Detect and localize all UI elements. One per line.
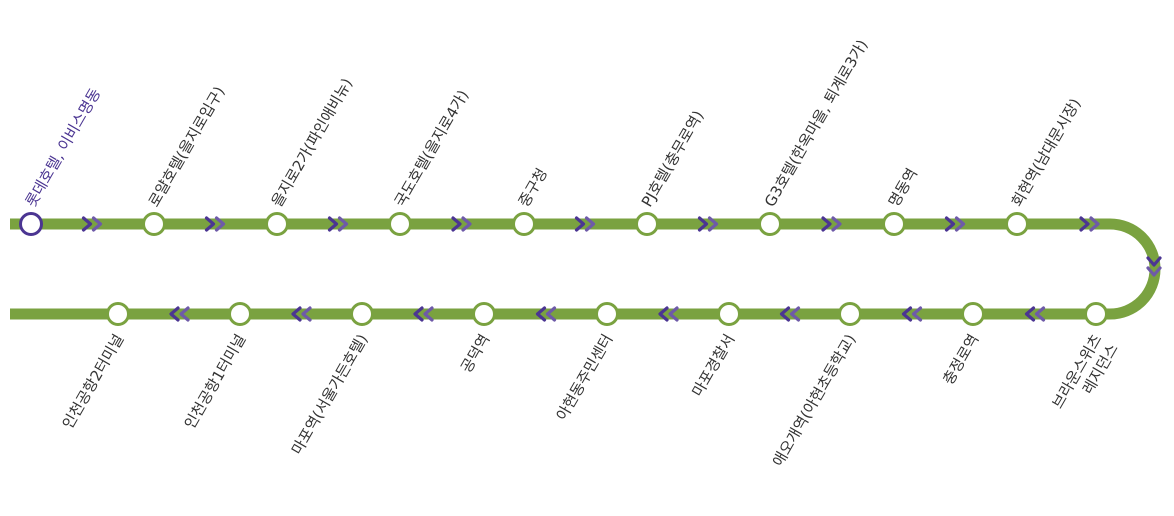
stop-label-2: 을지로2가(파인애비뉴) [268,75,356,210]
direction-chevron-icon [707,216,719,232]
stop-marker-5[interactable] [635,212,659,236]
direction-chevron-icon [1079,216,1090,232]
stop-marker-3[interactable] [388,212,412,236]
stop-marker-10[interactable] [961,302,985,326]
stop-label-16: 인천공항1터미널 [181,331,250,432]
direction-chevron-icon [789,306,801,322]
direction-chevron-icon [81,216,93,232]
direction-chevron-icon [954,216,966,232]
direction-arrows [81,216,1162,322]
direction-chevron-icon [301,306,312,322]
direction-chevron-icon [821,216,832,232]
stop-label-11: 애오개역(아현초등학교) [769,331,859,470]
direction-chevron-icon [574,216,586,232]
direction-chevron-icon [413,306,424,322]
stop-label-0: 롯데호텔, 이비스명동 [22,85,105,210]
stop-marker-4[interactable] [512,212,536,236]
direction-chevron-icon [697,216,709,232]
stop-label-5: PJ호텔(충무로역) [638,107,708,210]
stop-label-12: 마포경찰서 [688,331,738,400]
direction-chevron-icon [461,216,472,232]
stop-label-13: 아현동주민센터 [553,331,617,424]
direction-chevron-icon [291,306,302,322]
direction-chevron-icon [901,306,913,322]
direction-chevron-icon [337,216,349,232]
stop-marker-17[interactable] [106,302,130,326]
direction-chevron-icon [1034,306,1046,322]
stop-label-15: 마포역(서울가든호텔) [288,331,372,458]
direction-chevron-icon [327,216,339,232]
direction-chevron-icon [779,306,791,322]
direction-chevron-icon [204,216,216,232]
direction-chevron-icon [911,306,923,322]
stops [19,212,1108,326]
route-line [10,218,1161,320]
direction-chevron-icon [584,216,596,232]
stop-label-10: 충정로역 [939,331,982,388]
stop-labels: 롯데호텔, 이비스명동 로얄호텔(을지로입구) 을지로2가(파인애비뉴) 국도호텔(을… [22,36,1122,469]
direction-chevron-icon [1146,256,1162,267]
direction-chevron-icon [831,216,842,232]
stop-marker-6[interactable] [758,212,782,236]
direction-chevron-icon [91,216,103,232]
stop-marker-9[interactable] [1084,302,1108,326]
direction-chevron-icon [535,306,547,322]
stop-marker-11[interactable] [838,302,862,326]
stop-marker-2[interactable] [265,212,289,236]
stop-marker-13[interactable] [595,302,619,326]
stop-marker-8[interactable] [1005,212,1029,236]
direction-chevron-icon [214,216,226,232]
stop-marker-0[interactable] [19,212,43,236]
stop-label-14: 공덕역 [457,331,493,376]
direction-chevron-icon [423,306,434,322]
direction-chevron-icon [1089,216,1100,232]
stop-label-6: G3호텔(한옥마을, 퇴계로3가) [761,36,872,210]
direction-chevron-icon [1024,306,1036,322]
direction-chevron-icon [1146,266,1162,277]
stop-label-3: 국도호텔(을지로4가) [391,87,472,210]
stop-label-17: 인천공항2터미널 [59,331,128,432]
stop-marker-7[interactable] [882,212,906,236]
stop-marker-16[interactable] [228,302,252,326]
stop-label-7: 명동역 [885,165,921,210]
stop-label-8: 회현역(남대문시장) [1008,95,1085,210]
stop-marker-15[interactable] [350,302,374,326]
direction-chevron-icon [179,306,190,322]
stop-marker-1[interactable] [142,212,166,236]
direction-chevron-icon [944,216,956,232]
direction-chevron-icon [658,306,669,322]
stop-marker-14[interactable] [472,302,496,326]
direction-chevron-icon [451,216,462,232]
stop-label-9: 브라운스위츠레지던스 [1048,331,1122,421]
stop-marker-12[interactable] [717,302,741,326]
direction-chevron-icon [545,306,557,322]
stop-label-4: 중구청 [515,165,551,210]
stop-label-1: 로얄호텔(을지로입구) [145,83,229,210]
direction-chevron-icon [169,306,180,322]
direction-chevron-icon [668,306,679,322]
